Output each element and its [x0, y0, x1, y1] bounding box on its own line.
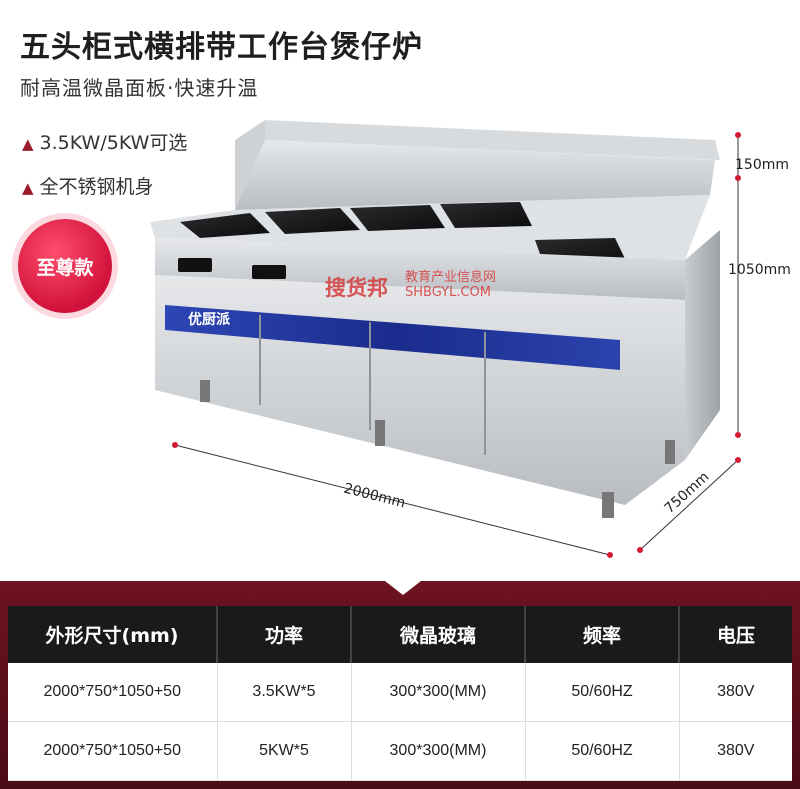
table-cell: 2000*750*1050+50: [8, 721, 218, 781]
table-cell: 3.5KW*5: [217, 663, 352, 722]
backsplash-dimension: 150mm: [735, 157, 789, 173]
brand-logo: 优厨派: [188, 311, 231, 328]
table-cell: 380V: [679, 663, 792, 722]
spec-table: 外形尺寸(mm) 功率 微晶玻璃 频率 电压 2000*750*1050+50 …: [8, 606, 792, 781]
table-cell: 2000*750*1050+50: [8, 663, 218, 722]
table-cell: 300*300(MM): [351, 721, 526, 781]
column-header: 电压: [679, 606, 792, 663]
spec-table-frame: 外形尺寸(mm) 功率 微晶玻璃 频率 电压 2000*750*1050+50 …: [0, 581, 800, 789]
table-row: 2000*750*1050+50 5KW*5 300*300(MM) 50/60…: [8, 721, 792, 781]
table-cell: 50/60HZ: [525, 721, 680, 781]
height-dimension: 1050mm: [728, 262, 791, 278]
table-cell: 300*300(MM): [351, 663, 526, 722]
table-cell: 5KW*5: [217, 721, 352, 781]
column-header: 外形尺寸(mm): [8, 606, 218, 663]
triangle-icon: ▲: [22, 179, 34, 197]
table-row: 2000*750*1050+50 3.5KW*5 300*300(MM) 50/…: [8, 663, 792, 722]
edition-badge: 至尊款: [18, 219, 112, 313]
feature-text: 全不锈钢机身: [39, 176, 154, 198]
column-header: 频率: [525, 606, 680, 663]
watermark-brand: 搜货邦: [325, 276, 388, 300]
feature-text: 3.5KW/5KW可选: [39, 132, 188, 154]
table-cell: 380V: [679, 721, 792, 781]
watermark-line: 教育产业信息网: [405, 270, 497, 285]
product-image: 优厨派: [150, 120, 741, 558]
column-header: 功率: [217, 606, 352, 663]
feature-item: ▲ 3.5KW/5KW可选: [22, 128, 187, 155]
table-header-row: 外形尺寸(mm) 功率 微晶玻璃 频率 电压: [8, 606, 792, 663]
watermark-line: SHBGYL.COM: [405, 285, 491, 300]
column-header: 微晶玻璃: [351, 606, 526, 663]
product-subtitle: 耐高温微晶面板·快速升温: [20, 76, 259, 100]
product-title: 五头柜式横排带工作台煲仔炉: [20, 30, 423, 65]
table-cell: 50/60HZ: [525, 663, 680, 722]
watermark-text: 教育产业信息网 SHBGYL.COM: [405, 270, 496, 300]
feature-item: ▲ 全不锈钢机身: [22, 172, 154, 199]
frame-notch: [385, 581, 421, 595]
triangle-icon: ▲: [22, 135, 34, 153]
